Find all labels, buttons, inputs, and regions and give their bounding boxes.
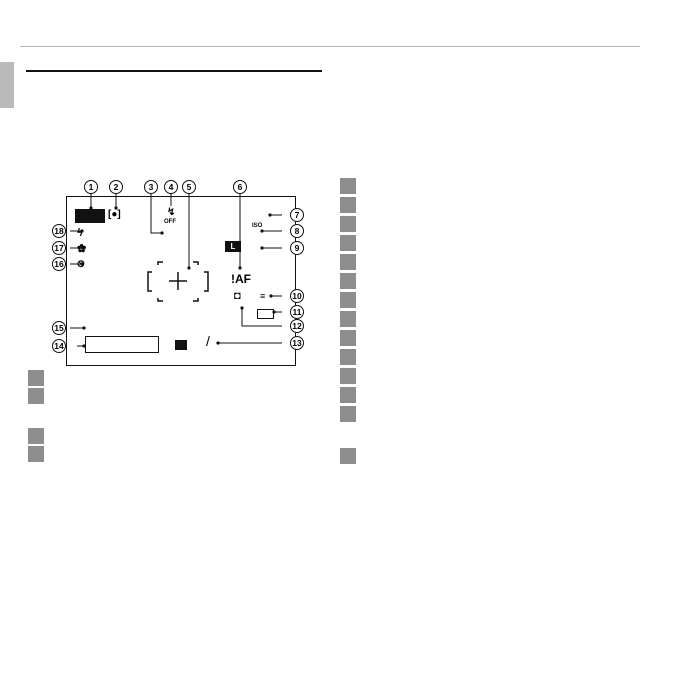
callout-12: 12 xyxy=(290,319,304,333)
battery-icon xyxy=(257,309,274,319)
key-square xyxy=(340,197,356,213)
callout-3: 3 xyxy=(144,180,158,194)
callout-8: 8 xyxy=(290,224,304,238)
image-size-icon: L xyxy=(225,241,241,252)
key-square xyxy=(340,235,356,251)
callout-14: 14 xyxy=(52,339,66,353)
key-square xyxy=(340,292,356,308)
callout-16: 16 xyxy=(52,257,66,271)
status-text-box xyxy=(85,336,159,353)
section-rule xyxy=(26,70,322,72)
film-simulation-icon: ≡ xyxy=(260,291,266,301)
callout-1: 1 xyxy=(84,180,98,194)
callout-4: 4 xyxy=(164,180,178,194)
key-square xyxy=(340,273,356,289)
flash-off-label: OFF xyxy=(164,219,176,225)
callout-11: 11 xyxy=(290,305,304,319)
camera-shake-warning-icon: ◘ xyxy=(234,290,241,302)
key-square xyxy=(340,254,356,270)
key-square xyxy=(340,178,356,194)
callout-15: 15 xyxy=(52,321,66,335)
flash-off-icon: ↯ xyxy=(167,207,176,218)
key-square xyxy=(340,387,356,403)
callout-18: 18 xyxy=(52,224,66,238)
chapter-tab xyxy=(0,62,14,108)
key-square xyxy=(340,406,356,422)
callout-5: 5 xyxy=(182,180,196,194)
callout-9: 9 xyxy=(290,241,304,255)
exposure-compensation-icon xyxy=(175,340,187,350)
callout-17: 17 xyxy=(52,241,66,255)
iso-label: ISO xyxy=(252,223,263,229)
callout-2: 2 xyxy=(109,180,123,194)
callout-6: 6 xyxy=(233,180,247,194)
focus-frame-icon xyxy=(147,261,209,302)
key-square xyxy=(28,370,44,386)
shooting-mode-block xyxy=(75,209,105,223)
key-square xyxy=(340,216,356,232)
face-detection-icon: [●] xyxy=(108,209,121,220)
key-square xyxy=(28,446,44,462)
key-square xyxy=(340,311,356,327)
key-square xyxy=(340,349,356,365)
key-square xyxy=(340,330,356,346)
callout-10: 10 xyxy=(290,289,304,303)
af-warning-label: !AF xyxy=(231,272,251,286)
lcd-monitor-diagram: [●] ↯ OFF ISO ϟ ✿ ⏲ L !AF ◘ ≡ / xyxy=(66,196,296,366)
key-square xyxy=(28,388,44,404)
callout-13: 13 xyxy=(290,336,304,350)
header-rule xyxy=(20,46,640,47)
key-square xyxy=(340,448,356,464)
key-square xyxy=(340,368,356,384)
flash-icon: ϟ xyxy=(77,227,83,239)
callout-7: 7 xyxy=(290,208,304,222)
key-square xyxy=(28,428,44,444)
slash-label: / xyxy=(206,333,210,349)
